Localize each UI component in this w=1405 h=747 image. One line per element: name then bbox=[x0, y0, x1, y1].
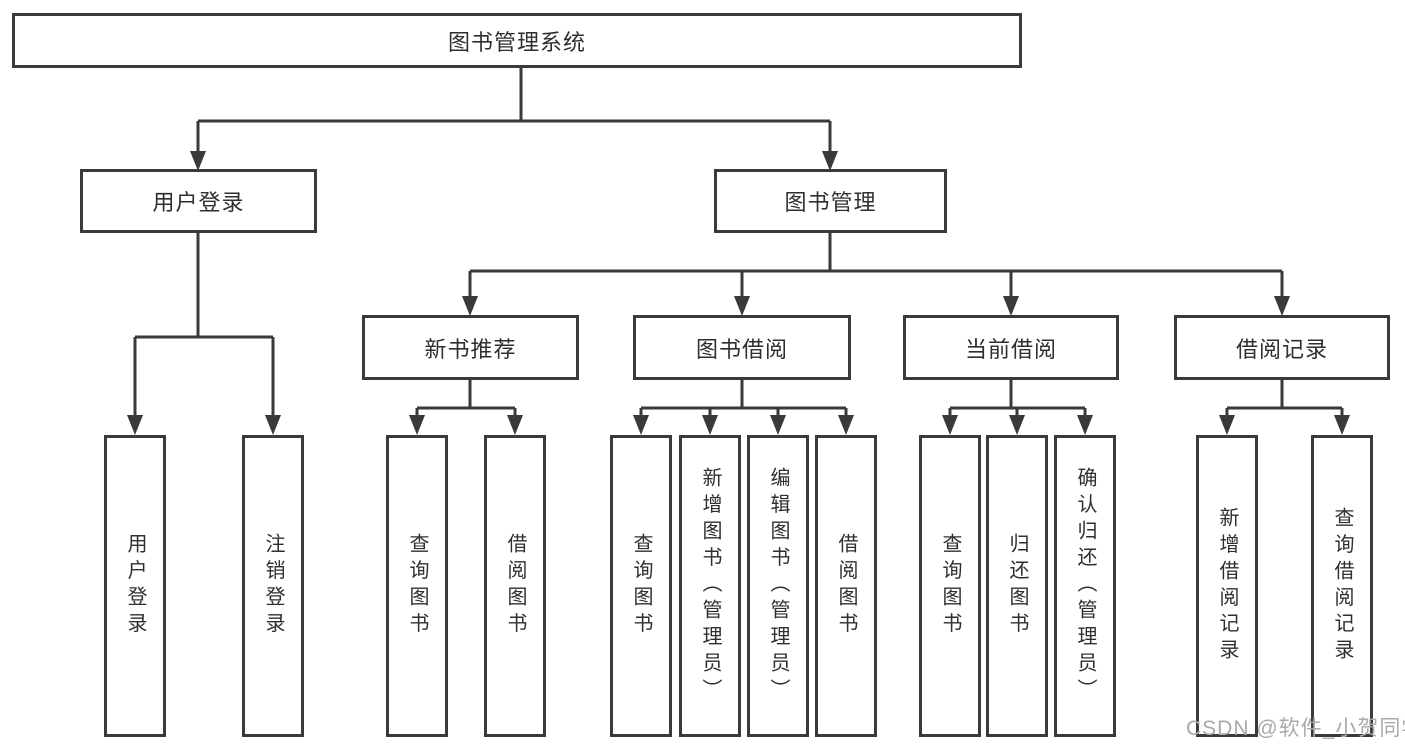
arrow-down-icon bbox=[127, 415, 143, 435]
node-new-book-recommend: 新书推荐 bbox=[362, 315, 579, 380]
arrow-down-icon bbox=[1274, 296, 1290, 316]
arrow-down-icon bbox=[462, 296, 478, 316]
arrow-down-icon bbox=[190, 151, 206, 171]
connector-new-book-recommend-children bbox=[409, 380, 523, 435]
leaf-add-books-admin: 新增图书（管理员） bbox=[679, 435, 741, 737]
leaf-query-books-borrow: 查询图书 bbox=[610, 435, 672, 737]
connector-borrow-records-children bbox=[1219, 380, 1350, 435]
arrow-down-icon bbox=[265, 415, 281, 435]
connector-line bbox=[639, 380, 848, 416]
arrow-down-icon bbox=[507, 415, 523, 435]
connector-line bbox=[468, 233, 1284, 297]
connector-user-login-children bbox=[127, 233, 281, 435]
connector-line bbox=[133, 233, 275, 416]
connector-root-to-level2 bbox=[190, 67, 838, 171]
arrow-down-icon bbox=[1077, 415, 1093, 435]
node-borrow-records: 借阅记录 bbox=[1174, 315, 1390, 380]
connector-line bbox=[196, 67, 832, 152]
leaf-edit-books-admin: 编辑图书（管理员） bbox=[747, 435, 809, 737]
node-current-borrow: 当前借阅 bbox=[903, 315, 1119, 380]
leaf-user-login: 用户登录 bbox=[104, 435, 166, 737]
arrow-down-icon bbox=[1009, 415, 1025, 435]
leaf-return-books: 归还图书 bbox=[986, 435, 1048, 737]
arrow-down-icon bbox=[633, 415, 649, 435]
arrow-down-icon bbox=[1219, 415, 1235, 435]
arrow-down-icon bbox=[822, 151, 838, 171]
leaf-logout: 注销登录 bbox=[242, 435, 304, 737]
arrow-down-icon bbox=[702, 415, 718, 435]
arrow-down-icon bbox=[1003, 296, 1019, 316]
arrow-down-icon bbox=[770, 415, 786, 435]
leaf-add-borrow-record: 新增借阅记录 bbox=[1196, 435, 1258, 737]
connector-book-management-to-level3 bbox=[462, 233, 1290, 316]
node-library-management-system: 图书管理系统 bbox=[12, 13, 1022, 68]
leaf-query-books-current: 查询图书 bbox=[919, 435, 981, 737]
leaf-query-books-recommend: 查询图书 bbox=[386, 435, 448, 737]
node-book-management: 图书管理 bbox=[714, 169, 947, 233]
arrow-down-icon bbox=[838, 415, 854, 435]
arrow-down-icon bbox=[409, 415, 425, 435]
leaf-borrow-books-recommend: 借阅图书 bbox=[484, 435, 546, 737]
node-user-login: 用户登录 bbox=[80, 169, 317, 233]
arrow-down-icon bbox=[1334, 415, 1350, 435]
leaf-confirm-return-admin: 确认归还（管理员） bbox=[1054, 435, 1116, 737]
connector-line bbox=[415, 380, 517, 416]
arrow-down-icon bbox=[942, 415, 958, 435]
leaf-borrow-books: 借阅图书 bbox=[815, 435, 877, 737]
connector-line bbox=[1225, 380, 1344, 416]
connector-book-borrow-children bbox=[633, 380, 854, 435]
arrow-down-icon bbox=[734, 296, 750, 316]
node-book-borrow: 图书借阅 bbox=[633, 315, 851, 380]
connector-line bbox=[948, 380, 1087, 416]
leaf-query-borrow-record: 查询借阅记录 bbox=[1311, 435, 1373, 737]
connector-current-borrow-children bbox=[942, 380, 1093, 435]
watermark: CSDN @软件_小贺同学 bbox=[1186, 717, 1405, 740]
